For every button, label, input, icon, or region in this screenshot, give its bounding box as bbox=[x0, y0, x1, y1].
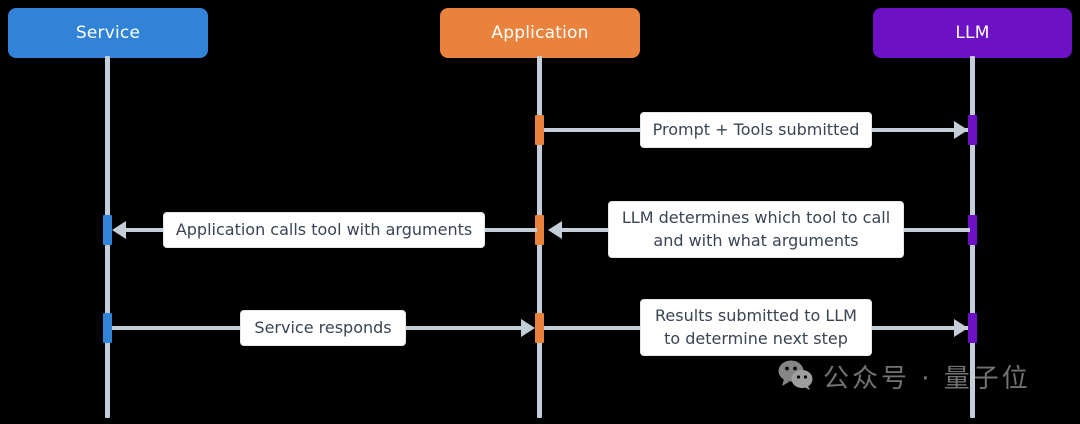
activation-llm-3 bbox=[968, 313, 977, 343]
arrow-head-right-prompt-tools-submitted bbox=[954, 121, 968, 139]
activation-service-2 bbox=[103, 313, 112, 343]
participant-application-label: Application bbox=[491, 22, 589, 43]
message-label-line-1: Results submitted to LLM bbox=[655, 306, 857, 326]
activation-service-1 bbox=[103, 215, 112, 245]
arrow-head-left-application-calls-tool bbox=[112, 221, 126, 239]
wechat-icon bbox=[778, 360, 814, 394]
message-label-line-1: Service responds bbox=[254, 317, 392, 337]
activation-application-2 bbox=[535, 215, 544, 245]
arrow-head-right-results-submitted bbox=[954, 319, 968, 337]
watermark-text: 公众号 · 量子位 bbox=[823, 364, 1031, 394]
activation-llm-2 bbox=[968, 215, 977, 245]
activation-llm-1 bbox=[968, 115, 977, 145]
message-label-application-calls-tool[interactable]: Application calls tool with arguments bbox=[163, 212, 485, 248]
message-label-service-responds[interactable]: Service responds bbox=[240, 310, 406, 346]
message-label-line-2: and with what arguments bbox=[653, 230, 859, 250]
message-label-line-1: Application calls tool with arguments bbox=[175, 219, 473, 239]
participant-llm[interactable]: LLM bbox=[873, 8, 1072, 58]
participant-application[interactable]: Application bbox=[440, 8, 640, 58]
message-label-results-submitted[interactable]: Results submitted to LLM to determine ne… bbox=[640, 299, 872, 356]
activation-application-3 bbox=[535, 313, 544, 343]
message-label-line-2: to determine next step bbox=[664, 328, 848, 348]
watermark: 公众号 · 量子位 bbox=[778, 358, 1031, 395]
message-label-llm-determines-tool[interactable]: LLM determines which tool to call and wi… bbox=[608, 201, 904, 258]
activation-application-1 bbox=[535, 115, 544, 145]
participant-llm-label: LLM bbox=[955, 22, 990, 43]
participant-service-label: Service bbox=[75, 22, 141, 43]
message-label-line-1: LLM determines which tool to call bbox=[621, 208, 891, 228]
message-label-prompt-tools-submitted[interactable]: Prompt + Tools submitted bbox=[640, 112, 872, 148]
arrow-head-right-service-responds bbox=[521, 319, 535, 337]
message-label-line-1: Prompt + Tools submitted bbox=[652, 119, 860, 139]
participant-service[interactable]: Service bbox=[8, 8, 208, 58]
arrow-head-left-llm-determines-tool bbox=[548, 221, 562, 239]
